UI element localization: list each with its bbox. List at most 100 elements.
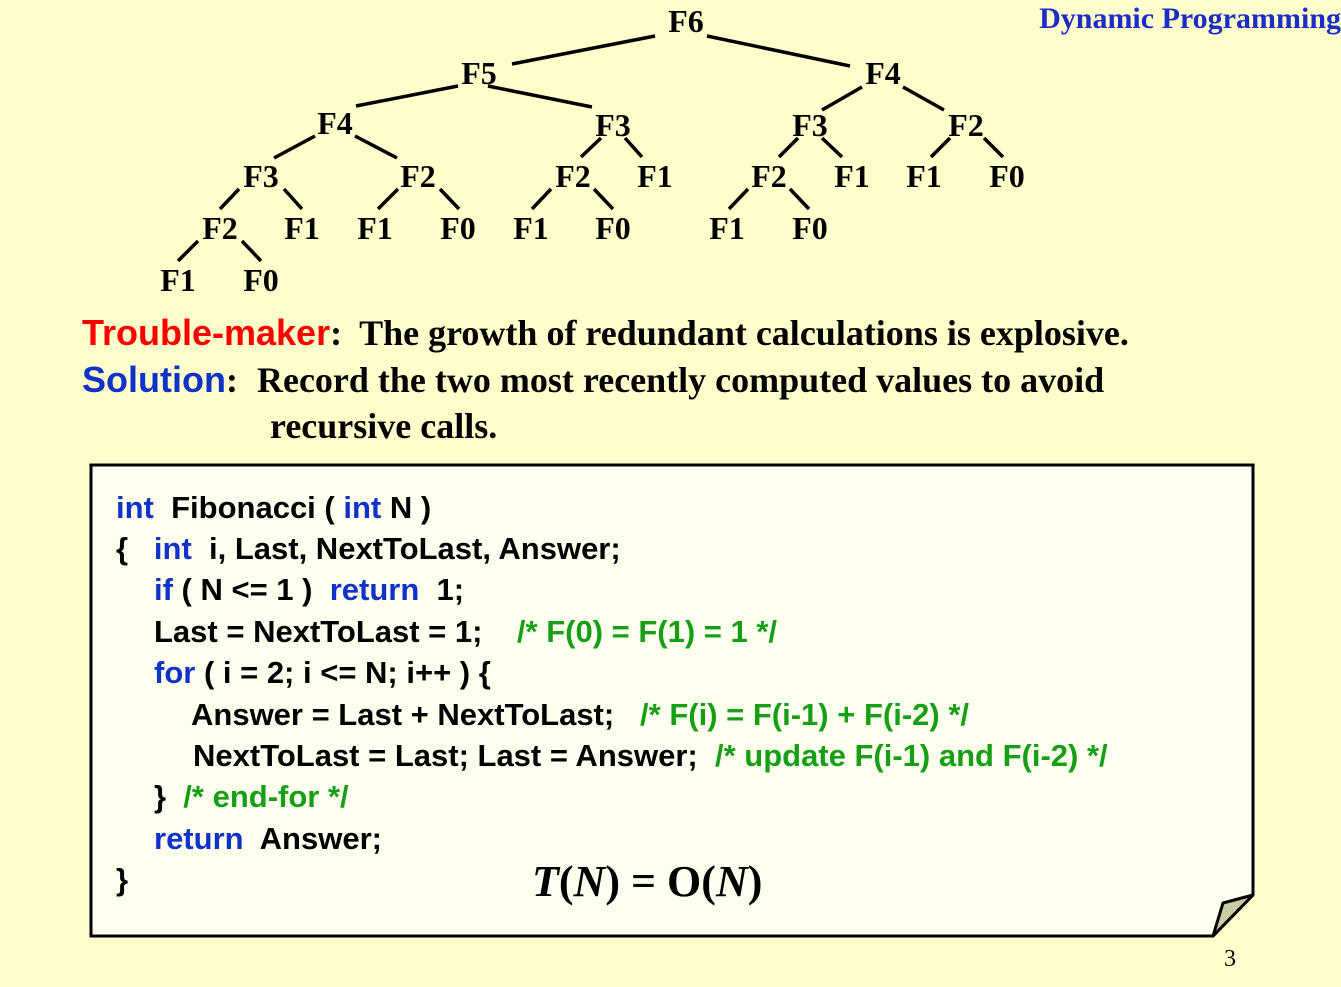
code-line-6: Answer = Last + NextToLast; /* F(i) = F(… <box>191 697 969 733</box>
solution-text-continued: recursive calls. <box>270 406 498 446</box>
complexity-n: N <box>573 857 606 906</box>
tree-node: F1 <box>906 158 942 194</box>
code-line-9: return Answer; <box>154 821 382 857</box>
code-keyword: if <box>154 572 173 607</box>
code-comment: /* end-for */ <box>183 779 349 814</box>
code-line-2: { int i, Last, NextToLast, Answer; <box>116 531 621 567</box>
tree-edge <box>354 134 398 160</box>
tree-edge <box>820 136 844 159</box>
tree-edge <box>487 84 593 109</box>
solution-text: Record the two most recently computed va… <box>256 360 1105 400</box>
tree-node: F2 <box>948 107 984 143</box>
tree-edge <box>511 34 656 66</box>
code-keyword: return <box>329 572 420 607</box>
solution-line: Solution: Record the two most recently c… <box>82 359 1104 401</box>
complexity-formula: T(N) = O(N) <box>532 856 762 907</box>
tree-node: F1 <box>357 210 393 246</box>
tree-edge <box>623 136 644 159</box>
code-keyword: int <box>116 490 154 525</box>
code-text: ( i = 2; i <= N; i++ ) { <box>195 655 491 690</box>
tree-edge <box>376 187 400 211</box>
tree-node: F1 <box>637 158 673 194</box>
complexity-t: T <box>532 857 559 906</box>
tree-node: F0 <box>989 158 1025 194</box>
recursion-tree: F6 F5 F4 F4 F3 F3 F2 F3 F2 F2 F1 F2 F1 F… <box>160 3 1025 298</box>
code-line-4: Last = NextToLast = 1; /* F(0) = F(1) = … <box>154 614 777 650</box>
complexity-mid: ) = O( <box>605 857 716 906</box>
code-line-5: for ( i = 2; i <= N; i++ ) { <box>154 655 491 691</box>
tree-edge <box>727 187 750 211</box>
tree-edge <box>592 187 615 211</box>
trouble-maker-line: Trouble-maker: The growth of redundant c… <box>82 312 1129 354</box>
tree-node: F0 <box>440 210 476 246</box>
tree-node: F1 <box>834 158 870 194</box>
code-text: N ) <box>381 490 432 525</box>
code-text: Fibonacci ( <box>153 490 344 525</box>
tree-node: F3 <box>243 158 279 194</box>
code-line-3: if ( N <= 1 ) return 1; <box>154 572 464 608</box>
tree-node: F3 <box>792 107 828 143</box>
code-text: Answer = Last + NextToLast; <box>191 697 641 732</box>
tree-node: F0 <box>792 210 828 246</box>
tree-edge <box>355 84 459 108</box>
code-keyword: int <box>343 490 382 525</box>
code-comment: /* update F(i-1) and F(i-2) */ <box>714 738 1108 773</box>
code-text: } <box>116 862 129 897</box>
solution-colon: : <box>225 360 238 400</box>
tree-node: F2 <box>202 210 238 246</box>
tree-node: F2 <box>400 158 436 194</box>
trouble-maker-label: Trouble-maker <box>82 312 331 353</box>
tree-edge <box>821 85 863 112</box>
tree-edge <box>240 239 263 263</box>
tree-edge <box>273 134 316 160</box>
code-comment: /* F(i) = F(i-1) + F(i-2) */ <box>640 697 969 732</box>
tree-node: F2 <box>555 158 591 194</box>
slide-title: Dynamic Programming <box>1039 2 1341 35</box>
complexity-open: ( <box>558 857 574 906</box>
tree-node: F6 <box>668 3 704 39</box>
tree-node: F1 <box>284 210 320 246</box>
tree-node: F4 <box>865 55 901 91</box>
tree-node: F0 <box>243 262 279 298</box>
code-text: ( N <= 1 ) <box>172 572 330 607</box>
tree-edge <box>218 187 241 211</box>
tree-edge <box>438 187 461 211</box>
code-line-8: } /* end-for */ <box>154 779 349 815</box>
code-line-10: } <box>116 862 128 898</box>
tree-edge <box>777 136 800 159</box>
tree-node: F0 <box>595 210 631 246</box>
code-text: NextToLast = Last; Last = Answer; <box>193 738 715 773</box>
tree-node: F5 <box>461 55 497 91</box>
tree-edge <box>902 85 945 112</box>
code-keyword: int <box>153 531 192 566</box>
code-text: 1; <box>419 572 465 607</box>
code-text: { <box>116 531 154 566</box>
page-number: 3 <box>1224 946 1236 972</box>
tree-node: F2 <box>751 158 787 194</box>
code-keyword: for <box>154 655 196 690</box>
tree-edge <box>706 34 851 68</box>
complexity-n: N <box>715 857 748 906</box>
tree-edges <box>176 34 1005 263</box>
tree-edge <box>788 187 811 211</box>
tree-node: F1 <box>513 210 549 246</box>
tree-edge <box>176 239 200 263</box>
code-text: Answer; <box>243 821 382 856</box>
tree-node: F4 <box>317 105 353 141</box>
tree-edge <box>282 187 304 211</box>
tree-nodes: F6 F5 F4 F4 F3 F3 F2 F3 F2 F2 F1 F2 F1 F… <box>160 3 1025 298</box>
trouble-maker-text: The growth of redundant calculations is … <box>359 313 1129 353</box>
code-text: Last = NextToLast = 1; <box>154 614 517 649</box>
code-text: } <box>154 779 184 814</box>
tree-node: F1 <box>709 210 745 246</box>
code-line-7: NextToLast = Last; Last = Answer; /* upd… <box>193 738 1108 774</box>
complexity-close: ) <box>747 857 763 906</box>
solution-label: Solution <box>82 359 226 400</box>
tree-node: F3 <box>595 107 631 143</box>
tree-edge <box>579 136 603 159</box>
trouble-maker-colon: : <box>330 313 343 353</box>
code-comment: /* F(0) = F(1) = 1 */ <box>516 614 778 649</box>
tree-edge <box>929 136 952 159</box>
code-keyword: return <box>154 821 244 856</box>
